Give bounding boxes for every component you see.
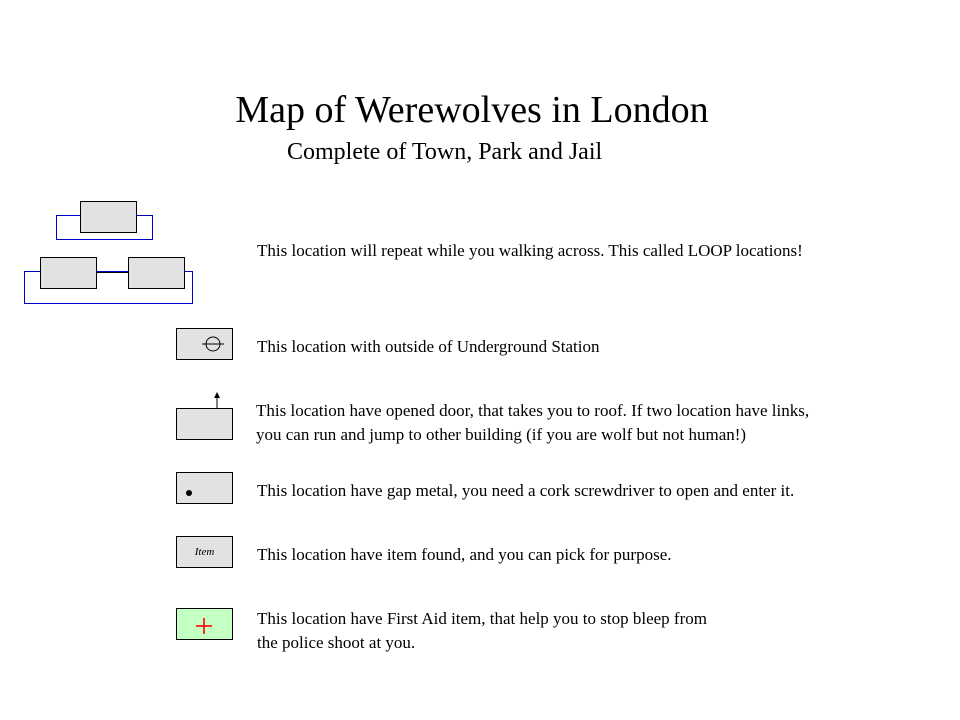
loop-location-left bbox=[40, 257, 97, 289]
underground-station-icon bbox=[202, 336, 224, 352]
first-aid-description-line1: This location have First Aid item, that … bbox=[257, 609, 707, 628]
roof-description-line2: you can run and jump to other building (… bbox=[256, 425, 747, 444]
loop-connector bbox=[97, 272, 128, 273]
underground-location bbox=[176, 328, 233, 360]
underground-description: This location with outside of Undergroun… bbox=[257, 337, 600, 356]
loop-location-top bbox=[80, 201, 137, 233]
page-subtitle: Complete of Town, Park and Jail bbox=[287, 139, 603, 165]
page-title: Map of Werewolves in London bbox=[235, 89, 709, 131]
loop-location-right bbox=[128, 257, 185, 289]
item-label: Item bbox=[194, 546, 215, 558]
red-cross-icon bbox=[196, 618, 212, 634]
loop-description: This location will repeat while you walk… bbox=[257, 241, 803, 260]
roof-description-line1: This location have opened door, that tak… bbox=[256, 401, 810, 420]
item-location: Item bbox=[176, 536, 233, 568]
roof-location bbox=[176, 408, 233, 440]
first-aid-description-line2: the police shoot at you. bbox=[257, 633, 416, 652]
loop-frame-bottom bbox=[24, 271, 193, 304]
first-aid-location bbox=[176, 608, 233, 640]
arrow-up-icon bbox=[214, 392, 220, 410]
gap-location bbox=[176, 472, 233, 504]
gap-description: This location have gap metal, you need a… bbox=[257, 481, 795, 500]
dot-icon bbox=[186, 490, 192, 496]
item-description: This location have item found, and you c… bbox=[257, 545, 672, 564]
